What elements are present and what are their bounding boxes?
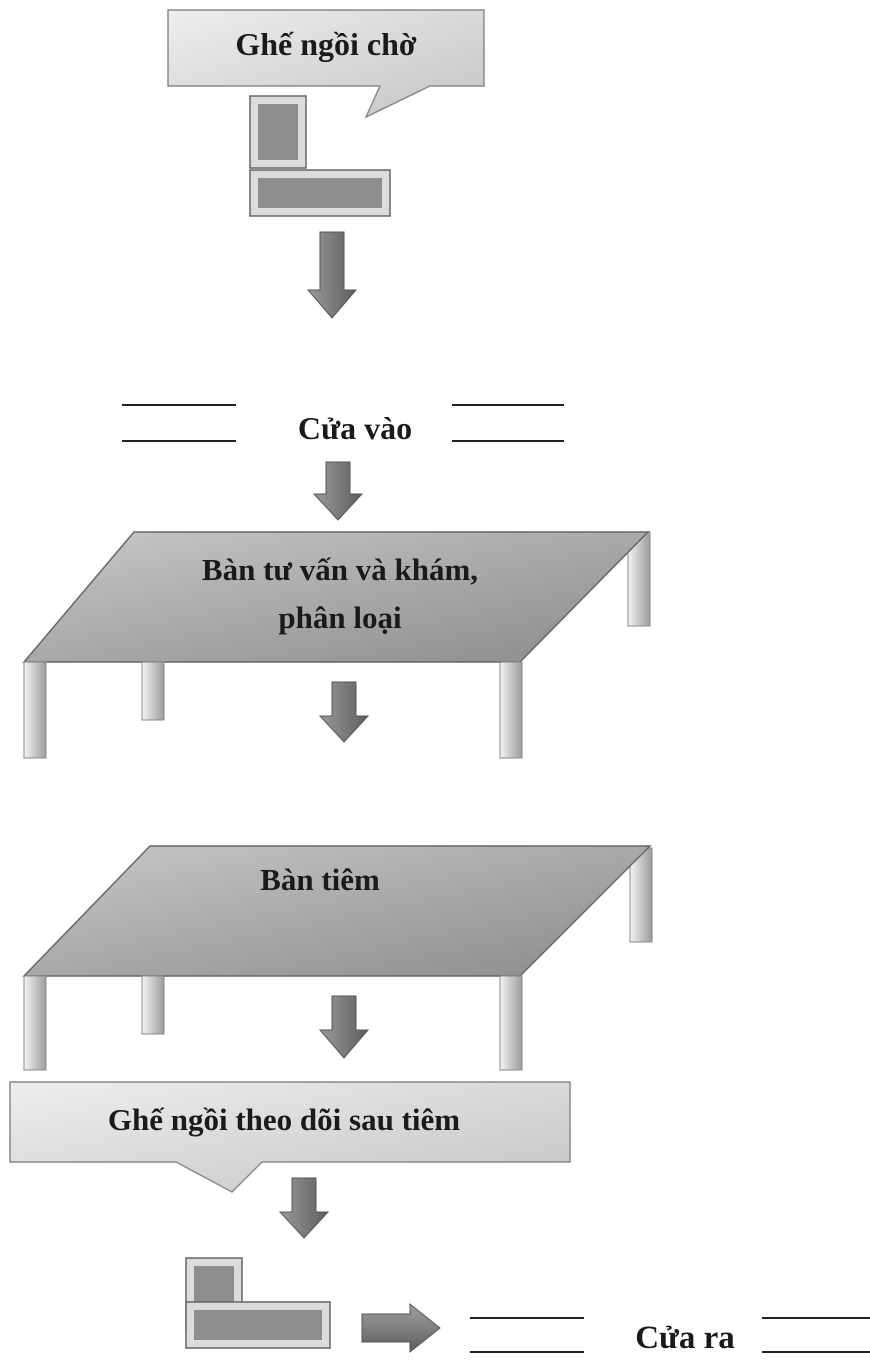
consultation-table-label-line2: phân loại	[278, 600, 402, 635]
waiting-chair-label: Ghế ngồi chờ	[235, 26, 417, 62]
arrow-down-icon	[312, 461, 364, 521]
exit-door-lines	[470, 1317, 870, 1353]
arrow-down-icon	[306, 231, 358, 319]
waiting-chair-callout	[167, 9, 485, 119]
consultation-table-icon	[22, 531, 651, 759]
exit-label: Cửa ra	[635, 1320, 735, 1356]
arrow-down-icon	[278, 1177, 330, 1239]
entrance-door-lines	[122, 404, 564, 442]
injection-table-label: Bàn tiêm	[260, 862, 380, 897]
consultation-table-label: Bàn tư vấn và khám, phân loại	[140, 546, 540, 642]
entrance-label: Cửa vào	[297, 410, 413, 446]
arrow-right-icon	[361, 1302, 441, 1354]
consultation-table-label-line1: Bàn tư vấn và khám,	[201, 552, 479, 587]
injection-table-icon	[22, 845, 653, 1071]
arrow-down-icon	[318, 995, 370, 1059]
observation-chair-callout	[9, 1081, 571, 1193]
observation-chair-label: Ghế ngồi theo dõi sau tiêm	[107, 1102, 461, 1137]
waiting-chair-icon	[249, 95, 391, 217]
arrow-down-icon	[318, 681, 370, 743]
observation-chair-icon	[185, 1257, 331, 1349]
